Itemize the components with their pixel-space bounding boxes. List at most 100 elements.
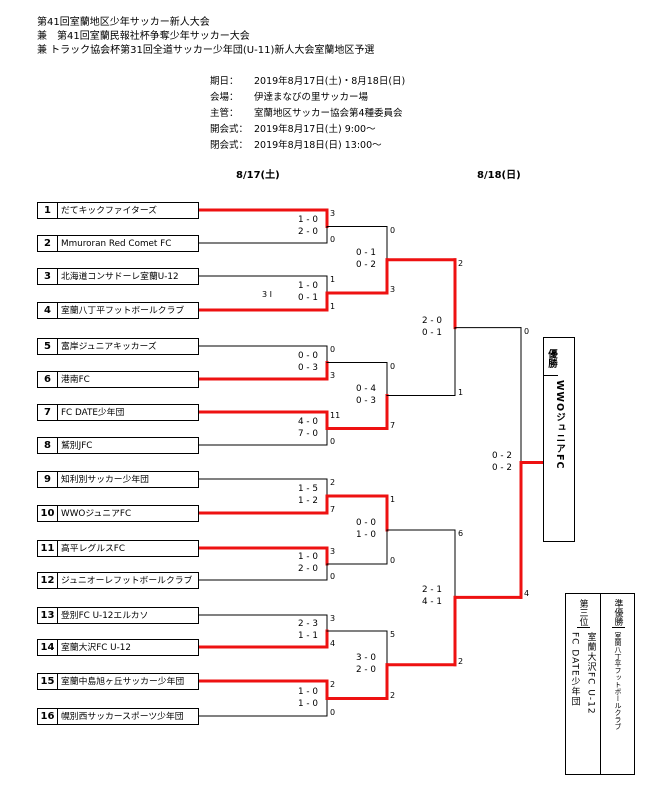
score-total-bottom: 0 [330, 437, 336, 446]
team-number: 3 [38, 269, 58, 284]
team-number: 9 [38, 472, 58, 487]
opening-label: 開会式： [210, 124, 249, 135]
team-name: 室蘭中島旭ヶ丘サッカー少年団 [61, 677, 185, 687]
score-total-bottom: 1 [330, 302, 336, 311]
team-number: 1 [38, 203, 58, 218]
third-place-team-1: 室蘭大沢FC U-12 [585, 632, 596, 715]
half-score-2: 4 - 1 [422, 597, 442, 608]
team-name: ジュニオーレフットボールクラブ [61, 576, 193, 586]
score-total-top: 2 [458, 258, 464, 268]
half-score-1: 0 - 0 [356, 518, 376, 528]
half-score-1: 4 - 0 [298, 416, 318, 427]
team-number: 5 [38, 339, 58, 354]
tournament-title: 第41回室蘭地区少年サッカー新人大会 兼 第41回室蘭民報社杯争奪少年サッカー大… [37, 16, 374, 58]
opening-value: 2019年8月17日(土) 9:00〜 [254, 124, 376, 135]
runner-up-label: 準優勝 [611, 594, 625, 628]
day1-label: 8/17(土) [236, 170, 280, 181]
half-score-2: 2 - 0 [298, 226, 318, 237]
team-name: 知利別サッカー少年団 [61, 475, 149, 485]
third-place-label: 第三位 [576, 594, 590, 628]
team-number: 12 [38, 573, 58, 588]
half-score-1: 1 - 0 [298, 281, 318, 291]
score-total-top: 2 [330, 680, 336, 689]
score-total-top: 11 [330, 411, 341, 420]
host-label: 主管： [210, 108, 239, 119]
title-line-1: 第41回室蘭地区少年サッカー新人大会 [37, 17, 210, 28]
half-score-1: 0 - 1 [356, 247, 376, 258]
score-total-top: 5 [390, 630, 396, 639]
half-score-1: 0 - 0 [298, 350, 318, 361]
title-line-2: 兼 第41回室蘭民報社杯争奪少年サッカー大会 [37, 31, 250, 42]
score-total-bottom: 0 [330, 572, 336, 581]
score-total-bottom: 7 [330, 505, 336, 514]
half-score-1: 1 - 0 [298, 686, 318, 697]
team-name: 登別FC U-12エルカソ [61, 611, 149, 621]
half-score-1: 2 - 3 [298, 619, 318, 629]
team-name: 北海道コンサドーレ室蘭U-12 [61, 272, 179, 282]
team-number: 7 [38, 405, 58, 420]
score-total-top: 0 [390, 225, 396, 235]
score-total-bottom: 2 [458, 656, 464, 666]
team-name: Mmuroran Red Comet FC [61, 239, 172, 249]
champion-box: 優勝 WWOジュニアFC [543, 337, 575, 542]
title-line-3: 兼 トラック協会杯第31回全道サッカー少年団(U-11)新人大会室蘭地区予選 [37, 45, 375, 56]
team-name: だてキックファイターズ [61, 206, 157, 216]
half-score-2: 0 - 3 [298, 362, 318, 373]
half-score-2: 1 - 2 [298, 496, 318, 506]
third-place-column: 第三位 FC DATE少年団 室蘭大沢FC U-12 [566, 594, 600, 774]
score-total-top: 3 [330, 614, 336, 623]
period-value: 2019年8月17日(土)・8月18日(日) [254, 76, 406, 87]
period-label: 期日： [210, 76, 239, 87]
team-number: 13 [38, 608, 58, 623]
half-score-2: 1 - 0 [298, 698, 318, 709]
closing-value: 2019年8月18日(日) 13:00〜 [254, 140, 382, 151]
placings-box: 第三位 FC DATE少年団 室蘭大沢FC U-12 準優勝 室蘭八丁平フットボ… [565, 593, 635, 775]
pk-note: 3 I [262, 290, 272, 299]
half-score-1: 0 - 4 [356, 383, 376, 394]
team-number: 16 [38, 709, 58, 724]
half-score-2: 2 - 0 [298, 564, 318, 574]
score-total-top: 0 [390, 361, 396, 371]
score-total-top: 3 [330, 209, 336, 218]
score-total-top: 6 [458, 529, 464, 538]
score-total-top: 2 [330, 478, 336, 487]
runner-up-team: 室蘭八丁平フットボールクラブ [614, 632, 622, 730]
half-score-2: 0 - 3 [356, 395, 376, 406]
third-place-team-2: FC DATE少年団 [569, 632, 580, 707]
champion-team: WWOジュニアFC [554, 380, 565, 470]
runner-up-column: 準優勝 室蘭八丁平フットボールクラブ [600, 594, 635, 774]
half-score-1: 1 - 5 [298, 484, 318, 494]
team-number: 11 [38, 541, 58, 556]
score-total-bottom: 0 [390, 556, 396, 565]
half-score-1: 1 - 0 [298, 552, 318, 562]
score-total-bottom: 0 [330, 235, 336, 244]
team-name: 港南FC [61, 375, 90, 385]
half-score-2: 1 - 1 [298, 631, 318, 641]
half-score-2: 0 - 1 [422, 327, 442, 338]
closing-label: 閉会式： [210, 140, 249, 151]
half-score-2: 0 - 1 [298, 293, 318, 303]
half-score-2: 0 - 2 [356, 259, 376, 270]
score-total-bottom: 7 [390, 420, 396, 430]
score-total-bottom: 4 [524, 589, 530, 599]
team-name: WWOジュニアFC [61, 509, 132, 519]
venue-value: 伊達まなびの里サッカー場 [254, 92, 369, 103]
score-total-bottom: 4 [330, 639, 336, 648]
score-total-bottom: 2 [390, 690, 396, 700]
half-score-2: 0 - 2 [492, 462, 512, 473]
